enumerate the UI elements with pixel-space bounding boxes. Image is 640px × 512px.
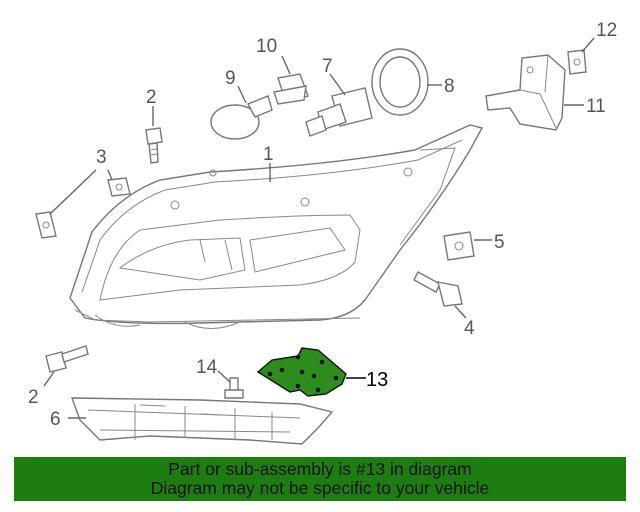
callout-4: 4 bbox=[464, 318, 475, 339]
mounting-bracket-part-13[interactable] bbox=[256, 347, 347, 397]
bracket-part-11 bbox=[485, 54, 566, 131]
headlamp-assembly bbox=[69, 124, 484, 329]
callout-11: 11 bbox=[586, 96, 606, 117]
seal-ring-part-8 bbox=[371, 48, 429, 116]
callout-3: 3 bbox=[96, 147, 107, 168]
bolt-part-4 bbox=[413, 271, 463, 307]
callout-6: 6 bbox=[50, 409, 61, 430]
callout-10: 10 bbox=[256, 36, 277, 57]
deflector-part-6 bbox=[70, 397, 334, 445]
bolt-part-2-lower bbox=[45, 345, 89, 373]
callout-14: 14 bbox=[196, 357, 218, 378]
info-banner: Part or sub-assembly is #13 in diagram D… bbox=[14, 457, 626, 501]
callout-2-top: 2 bbox=[146, 87, 157, 108]
bulb-part-9 bbox=[210, 95, 273, 140]
banner-line-1: Part or sub-assembly is #13 in diagram bbox=[168, 459, 472, 479]
socket-part-10 bbox=[273, 73, 309, 105]
callout-9: 9 bbox=[225, 68, 236, 89]
callout-8: 8 bbox=[444, 76, 455, 97]
callout-7: 7 bbox=[322, 56, 333, 77]
bolt-part-14 bbox=[224, 377, 244, 399]
callout-13: 13 bbox=[366, 369, 388, 391]
callout-12: 12 bbox=[596, 20, 617, 41]
clip-nut-part-3 bbox=[35, 177, 131, 239]
bulb-part-7 bbox=[305, 87, 373, 137]
parts-diagram: 1 2 3 9 10 7 8 bbox=[28, 20, 617, 445]
clip-part-5 bbox=[443, 231, 475, 261]
callout-5: 5 bbox=[494, 232, 505, 253]
bolt-part-2-top bbox=[145, 127, 163, 164]
grommet-part-12 bbox=[567, 49, 587, 75]
callout-2-lower: 2 bbox=[28, 387, 39, 408]
callout-1: 1 bbox=[263, 144, 274, 165]
banner-line-2: Diagram may not be specific to your vehi… bbox=[150, 478, 490, 498]
